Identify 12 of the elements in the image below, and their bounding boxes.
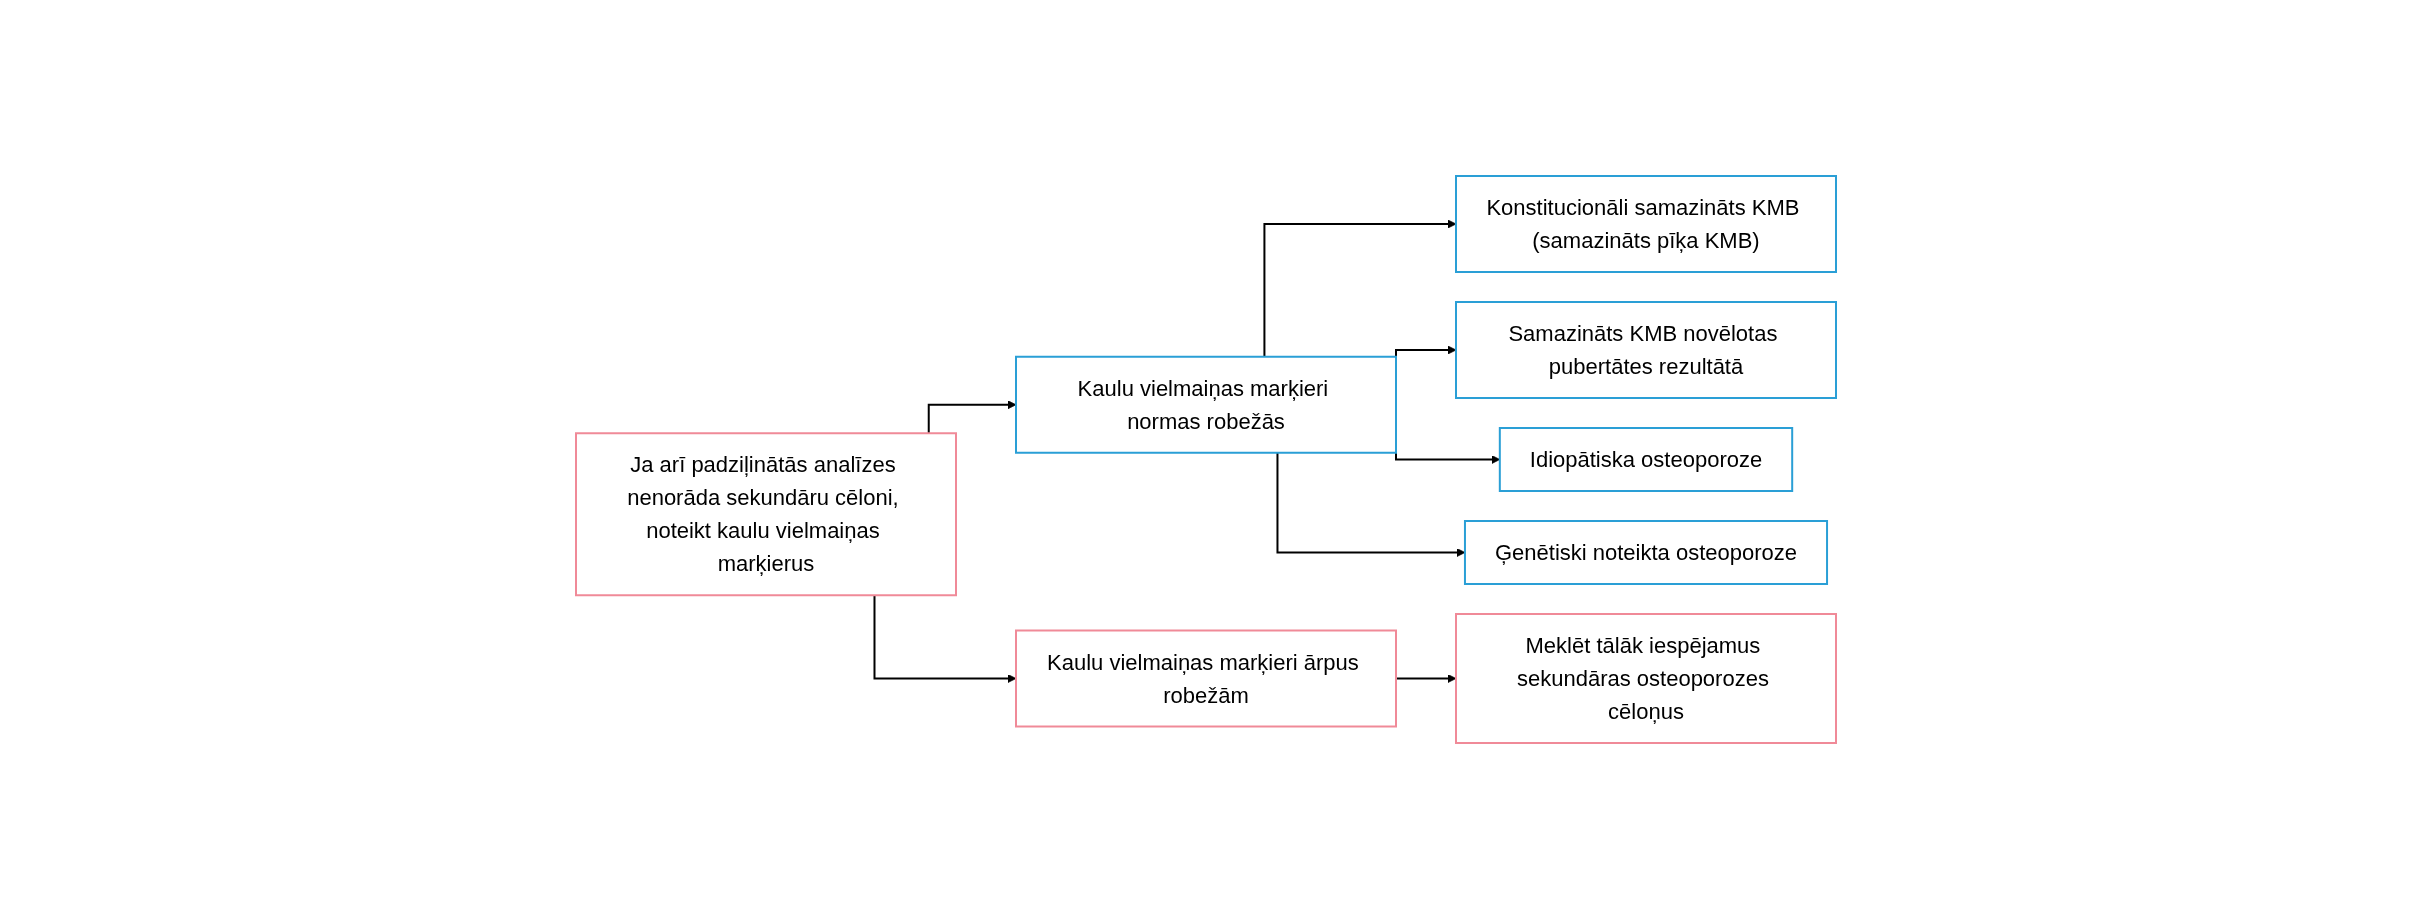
node-box: Samazināts KMB novēlotas pubertātes rezultātā bbox=[1455, 300, 1837, 399]
node-box: Meklēt tālāk iespējamus sekundāras osteoporozes cēloņus bbox=[1455, 612, 1837, 744]
node-box: Konstitucionāli samazināts KMB (samazināts pīķa KMB) bbox=[1455, 174, 1837, 273]
arrow bbox=[873, 593, 1017, 683]
node-box: Ģenētiski noteikta osteoporoze bbox=[1463, 519, 1829, 585]
arrow bbox=[1395, 345, 1457, 358]
node-box: Kaulu vielmaiņas marķieri ārpus robežām bbox=[1015, 629, 1397, 727]
arrow bbox=[1263, 219, 1457, 358]
node-box: Idiopātiska osteoporoze bbox=[1498, 426, 1794, 492]
node-box: Kaulu vielmaiņas marķieri normas robežās bbox=[1015, 355, 1397, 454]
arrow bbox=[927, 399, 1017, 434]
node-box: Ja arī padziļinātās analīzes nenorāda sekundāru cēloni, noteikt kaulu vielmaiņas marķierus bbox=[575, 431, 957, 596]
